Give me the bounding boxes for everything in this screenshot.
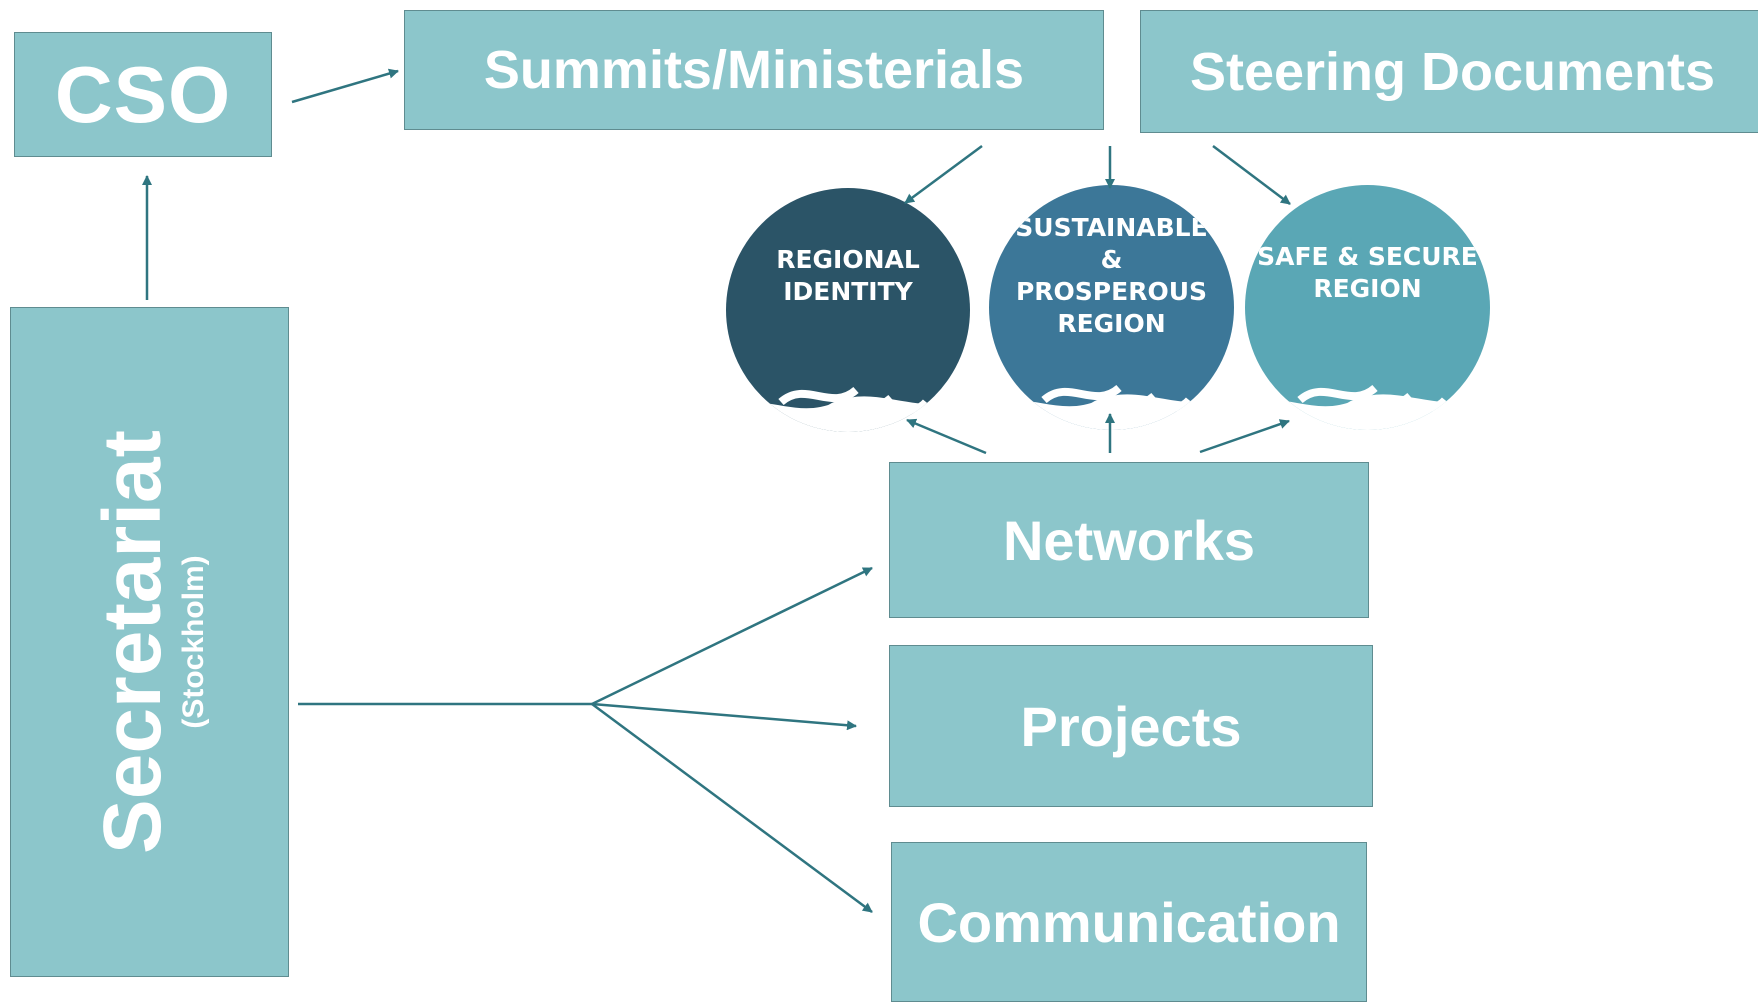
wave-emblem-icon xyxy=(1245,384,1490,430)
networks-box: Networks xyxy=(889,462,1369,618)
safe-line-1: SAFE & SECURE xyxy=(1257,242,1478,272)
arrow-summits-to-regional xyxy=(904,144,983,205)
safe-line-2: REGION xyxy=(1313,274,1422,304)
summits-ministerials-box: Summits/Ministerials xyxy=(404,10,1104,130)
sustainable-line-3: PROSPEROUS xyxy=(1015,276,1208,306)
projects-label: Projects xyxy=(1020,694,1242,758)
steering-documents-box: Steering Documents xyxy=(1140,10,1758,133)
arrow-networks-to-regional xyxy=(906,418,987,455)
steering-label: Steering Documents xyxy=(1189,41,1716,102)
regional-identity-circle: REGIONAL IDENTITY xyxy=(726,188,970,432)
arrow-networks-to-safe xyxy=(1199,419,1290,454)
arrow-to-networks xyxy=(591,566,873,706)
networks-label: Networks xyxy=(1002,508,1256,572)
communication-box: Communication xyxy=(891,842,1367,1002)
sustainable-line-1: SUSTAINABLE xyxy=(1015,212,1208,242)
projects-box: Projects xyxy=(889,645,1373,807)
cso-box: CSO xyxy=(14,32,272,157)
arrow-steering-to-safe xyxy=(1212,145,1291,205)
sustainable-prosperous-circle: SUSTAINABLE & PROSPEROUS REGION xyxy=(989,185,1234,430)
safe-secure-circle: SAFE & SECURE REGION xyxy=(1245,185,1490,430)
sustainable-line-2: & xyxy=(1100,244,1123,274)
arrow-to-communication xyxy=(591,702,873,914)
sustainable-line-4: REGION xyxy=(1057,308,1166,338)
wave-emblem-icon xyxy=(989,384,1234,430)
communication-label: Communication xyxy=(917,890,1341,954)
arrow-to-projects xyxy=(591,702,857,731)
arrow-cso-to-summits xyxy=(291,68,399,104)
summits-label: Summits/Ministerials xyxy=(483,40,1025,100)
cso-label: CSO xyxy=(54,49,232,139)
regional-line-2: IDENTITY xyxy=(783,276,913,306)
secretariat-box: Secretariat (Stockholm) xyxy=(10,307,289,977)
regional-line-1: REGIONAL xyxy=(776,244,920,274)
